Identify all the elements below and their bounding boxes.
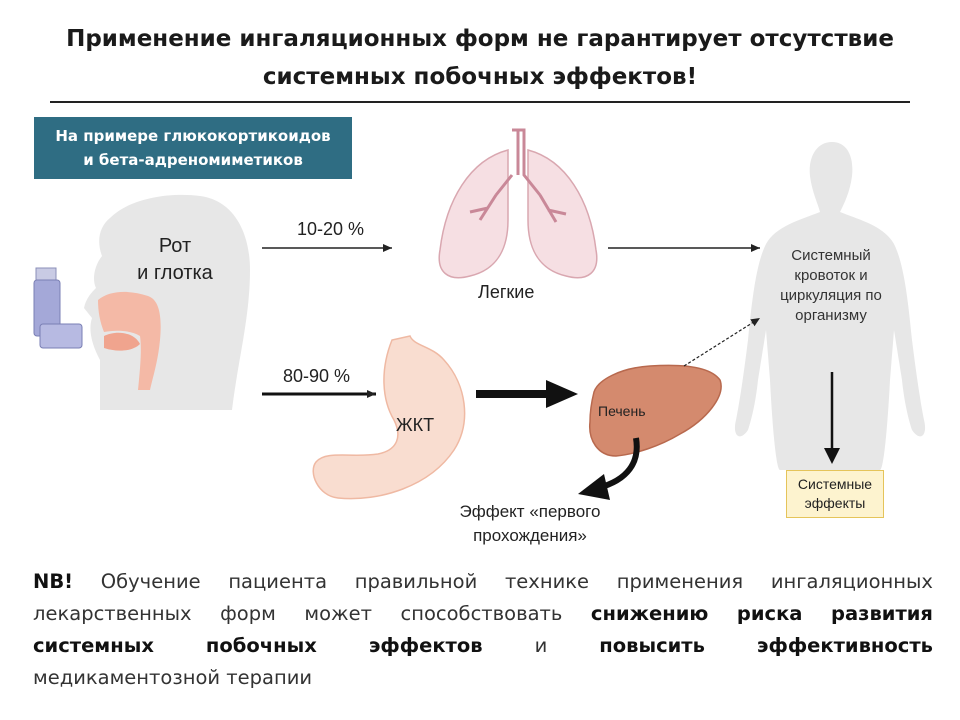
- nb-word: способствовать: [400, 602, 563, 625]
- circulation-line-3: циркуляция по: [780, 287, 882, 304]
- systemic-effects-line-2: эффекты: [804, 495, 866, 511]
- mouth-throat-label: Рот и глотка: [120, 233, 230, 287]
- circulation-line-1: Системный: [791, 247, 871, 264]
- inhaler-icon: [33, 267, 83, 349]
- nb-line-1: NB! Обучение пациента правильной технике…: [33, 566, 933, 598]
- tongue-shape: [104, 332, 140, 351]
- nb-marker: NB!: [33, 570, 74, 593]
- lungs-label: Легкие: [478, 282, 535, 302]
- nb-line-4: медикаментозной терапии: [33, 662, 933, 694]
- nb-word: применения: [616, 570, 744, 593]
- nb-word: форм: [220, 602, 276, 625]
- nb-paragraph: NB! Обучение пациента правильной технике…: [33, 566, 933, 694]
- gi-percent-label: 80-90 %: [283, 366, 351, 386]
- nb-word: может: [304, 602, 372, 625]
- nb-bold-word: риска: [736, 602, 803, 625]
- nb-word: медикаментозной терапии: [33, 666, 313, 689]
- inhalation-diagram: [33, 128, 926, 500]
- liver-label: Печень: [598, 403, 646, 419]
- circulation-label: Системный кровоток и циркуляция по орган…: [768, 246, 894, 326]
- systemic-effects-box: Системные эффекты: [786, 470, 884, 518]
- head-silhouette: [84, 194, 250, 410]
- nb-bold-word: системных: [33, 634, 154, 657]
- nb-bold-word: развития: [831, 602, 933, 625]
- stomach-icon: [312, 335, 466, 500]
- lungs-icon: [438, 128, 598, 279]
- nb-word: и: [534, 634, 548, 657]
- gi-label: ЖКТ: [396, 415, 435, 435]
- systemic-effects-line-1: Системные: [797, 476, 873, 492]
- circulation-line-2: кровоток и: [794, 267, 868, 284]
- liver-icon: [589, 364, 722, 457]
- nb-bold-word: повысить: [599, 634, 705, 657]
- note-line-2: и бета-адреномиметиков: [83, 151, 303, 169]
- lungs-percent-label: 10-20 %: [297, 219, 365, 239]
- first-pass-line-1: Эффект «первого: [459, 502, 601, 521]
- nb-word: Обучение: [100, 570, 201, 593]
- nb-word: ингаляционных: [770, 570, 933, 593]
- circulation-line-4: организму: [795, 307, 867, 324]
- nb-bold-word: эффектов: [368, 634, 483, 657]
- nb-bold-word: снижению: [590, 602, 709, 625]
- body-silhouette: [734, 142, 926, 470]
- arrow-to-systemic-effects: [824, 372, 840, 464]
- first-pass-label: Эффект «первого прохождения»: [440, 500, 620, 548]
- arrow-first-pass: [578, 437, 640, 500]
- nb-word: пациента: [228, 570, 328, 593]
- title-line-1: Применение ингаляционных форм не гаранти…: [66, 26, 894, 52]
- page-title: Применение ингаляционных форм не гаранти…: [30, 20, 930, 96]
- title-line-2: системных побочных эффектов!: [262, 64, 698, 90]
- first-pass-line-2: прохождения»: [473, 526, 587, 545]
- nb-word: лекарственных: [33, 602, 192, 625]
- nb-bold-word: побочных: [205, 634, 317, 657]
- nb-word: технике: [504, 570, 590, 593]
- nb-line-2: лекарственных форм может способствовать …: [33, 598, 933, 630]
- mouth-throat-shape: [98, 291, 161, 390]
- nb-word: правильной: [354, 570, 478, 593]
- arrow-gi-to-liver: [476, 380, 578, 408]
- title-divider: [50, 101, 910, 103]
- nb-line-3: системных побочных эффектов и повысить э…: [33, 630, 933, 662]
- nb-bold-word: эффективность: [756, 634, 933, 657]
- example-note-box: На примере глюкокортикоидов и бета-адрен…: [34, 117, 352, 179]
- mouth-label-line-1: Рот: [158, 235, 192, 257]
- note-line-1: На примере глюкокортикоидов: [55, 127, 331, 145]
- mouth-label-line-2: и глотка: [137, 262, 213, 284]
